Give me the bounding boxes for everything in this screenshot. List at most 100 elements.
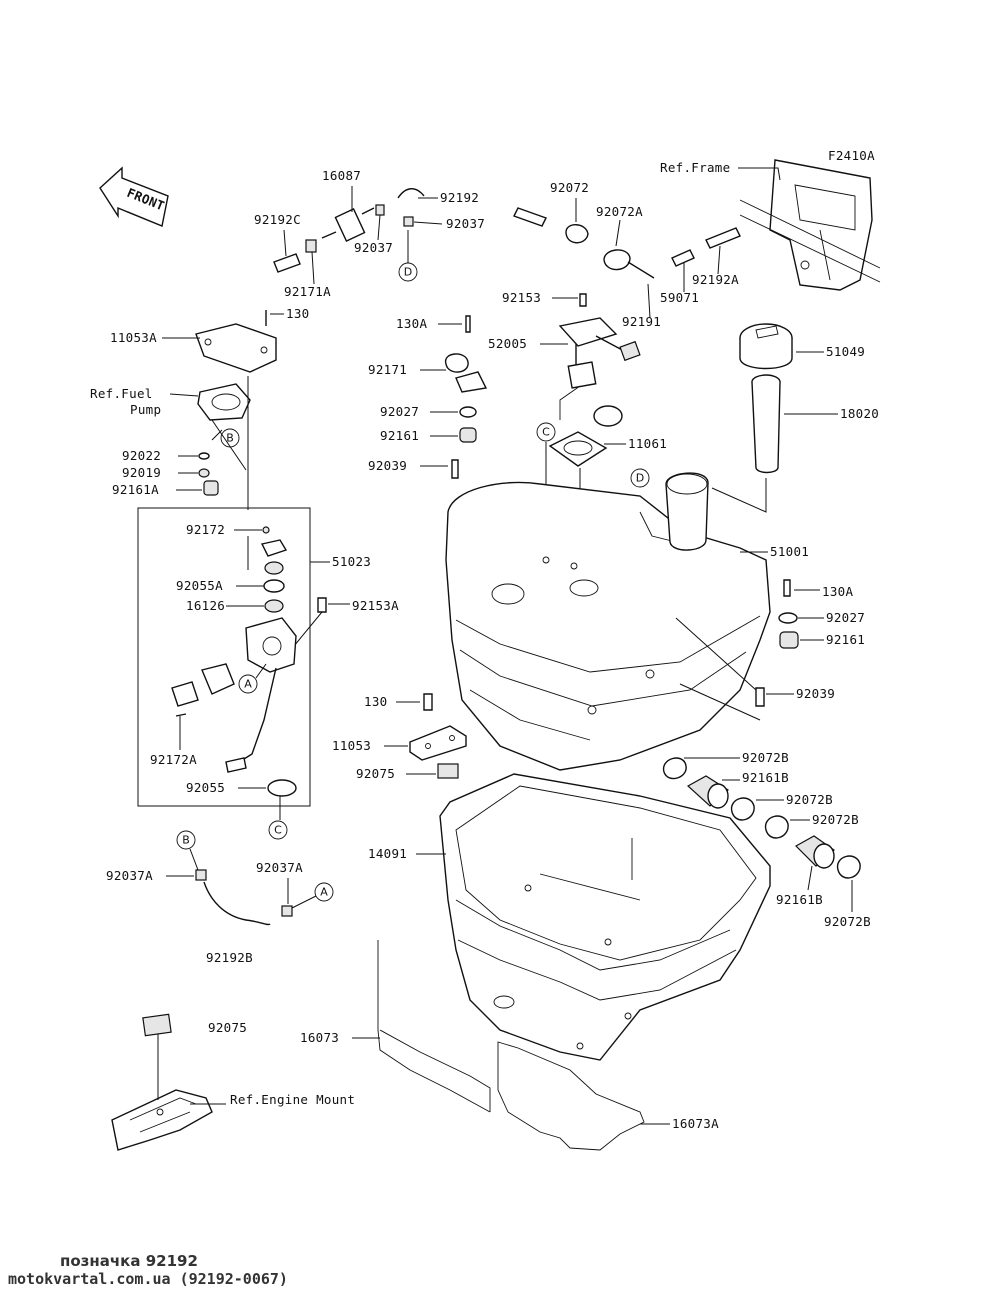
pad-92075-bottom [142, 1013, 172, 1037]
ref-circle-b-bottom: B [176, 830, 196, 850]
callout-11053a: 11053A [110, 330, 157, 345]
cover-92172a [171, 663, 235, 717]
petcock-group-box [137, 507, 311, 807]
ref-circle-d-mid: D [630, 468, 650, 488]
callout-92022: 92022 [122, 448, 161, 463]
clamp-92072a [603, 249, 655, 279]
clamp-92037a-right [281, 905, 293, 917]
callout-59071: 59071 [660, 290, 699, 305]
callout-92027-left: 92027 [380, 404, 419, 419]
tray-14091 [439, 773, 771, 1061]
callout-92027-right: 92027 [826, 610, 865, 625]
clamp-92072b-2 [730, 797, 755, 821]
bolt-130a-right [783, 579, 791, 597]
svg-text:A: A [320, 886, 328, 899]
ref-circle-c-left: C [268, 820, 288, 840]
svg-text:D: D [636, 472, 644, 485]
hose-92192 [397, 188, 425, 199]
screw-92153 [579, 293, 587, 307]
callout-92019: 92019 [122, 465, 161, 480]
clamp-92072b-3 [764, 815, 789, 839]
fuel-pump-ref [197, 383, 251, 421]
bolt-92039-right [755, 687, 765, 707]
fitting-92192c [273, 253, 301, 273]
callout-92171a: 92171A [284, 284, 331, 299]
callout-92037-mid: 92037 [354, 240, 393, 255]
seal-16126 [264, 599, 284, 613]
callout-92039-right: 92039 [796, 686, 835, 701]
svg-text:B: B [182, 834, 190, 847]
svg-text:D: D [404, 266, 412, 279]
svg-text:C: C [274, 824, 282, 837]
ref-engine-mount-label: Ref.Engine Mount [230, 1092, 355, 1107]
clamp-92037-b [403, 216, 414, 227]
callout-92075-bottom: 92075 [208, 1020, 247, 1035]
grommet-92161b-2 [795, 835, 835, 869]
svg-text:B: B [226, 432, 234, 445]
callout-51023: 51023 [332, 554, 371, 569]
callout-92072a: 92072A [596, 204, 643, 219]
bolt-92039-left [451, 459, 459, 479]
fitting-92192a [705, 227, 741, 249]
callout-92172: 92172 [186, 522, 225, 537]
callout-11053: 11053 [332, 738, 371, 753]
ref-fuel-pump-label-2: Pump [130, 402, 161, 417]
callout-92192: 92192 [440, 190, 479, 205]
clamp-92171a [305, 239, 317, 253]
oring-92055a [263, 579, 285, 593]
svg-text:A: A [244, 678, 252, 691]
callout-92192b: 92192B [206, 950, 253, 965]
callout-92055: 92055 [186, 780, 225, 795]
washer-92027-right [778, 612, 798, 624]
callout-92192c: 92192C [254, 212, 301, 227]
hose-16087 [321, 207, 375, 242]
callout-16073a: 16073A [672, 1116, 719, 1131]
callout-16126: 16126 [186, 598, 225, 613]
fuel-tank-51001 [445, 481, 771, 771]
callout-16073: 16073 [300, 1030, 339, 1045]
callout-92161b-1: 92161B [742, 770, 789, 785]
hose-segment [513, 207, 547, 227]
pad-92075-mid [437, 763, 459, 779]
callout-130-top: 130 [286, 306, 309, 321]
callout-92072: 92072 [550, 180, 589, 195]
clamp-92072b-1 [663, 757, 687, 780]
plate-part [260, 539, 288, 557]
ref-circle-a-bottom: A [314, 882, 334, 902]
footer-site: motokvartal.com.ua (92192-0067) [8, 1270, 288, 1288]
diagram-code: F2410A [828, 148, 875, 163]
engine-mount-ref [111, 1089, 213, 1151]
callout-92161a: 92161A [112, 482, 159, 497]
damper-92161-right [779, 631, 799, 649]
callout-92161-right: 92161 [826, 632, 865, 647]
callout-92072b-4: 92072B [824, 914, 871, 929]
ref-frame-label: Ref.Frame [660, 160, 730, 175]
washer-part [264, 561, 284, 575]
callout-16087: 16087 [322, 168, 361, 183]
ref-circle-d-top: D [398, 262, 418, 282]
screw-92153a [317, 597, 327, 613]
callout-92037-right: 92037 [446, 216, 485, 231]
callout-51049: 51049 [826, 344, 865, 359]
footer-reference: позначка 92192 [60, 1252, 198, 1270]
clamp-92037a-left [195, 869, 207, 881]
callout-92161b-2: 92161B [776, 892, 823, 907]
callout-130a-top: 130A [396, 316, 427, 331]
filler-neck [665, 472, 709, 551]
ref-fuel-pump-label: Ref.Fuel [90, 386, 153, 401]
callout-92172a: 92172A [150, 752, 197, 767]
frame-bracket [739, 159, 881, 291]
fuel-cap-51049 [739, 323, 793, 370]
hose-92192b [203, 881, 271, 926]
bracket-92171 [445, 353, 488, 393]
oring-92055 [267, 779, 297, 797]
nut-92019 [198, 468, 210, 478]
shield-16073 [377, 940, 491, 1113]
callout-11061: 11061 [628, 436, 667, 451]
front-arrow-icon: FRONT [99, 166, 169, 227]
petcock-body [225, 617, 297, 773]
fitting-59071 [671, 249, 695, 267]
callout-92191: 92191 [622, 314, 661, 329]
callout-92055a: 92055A [176, 578, 223, 593]
